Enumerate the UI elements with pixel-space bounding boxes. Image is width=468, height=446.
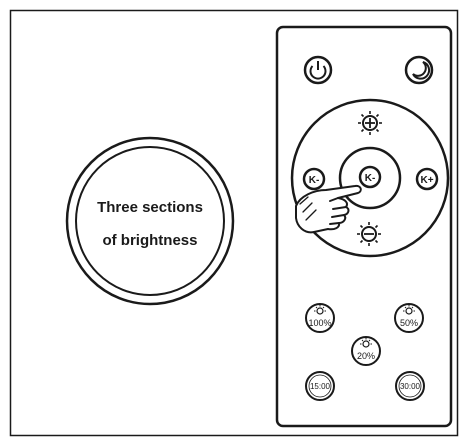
sun-plus-icon bbox=[358, 111, 382, 135]
brightness-20-button[interactable]: 20% bbox=[351, 336, 381, 366]
night-mode-button[interactable] bbox=[404, 55, 434, 85]
brightness-100-label: 100% bbox=[308, 318, 331, 328]
timer-15-label: 15:00 bbox=[310, 382, 331, 391]
callout-line-1: Three sections bbox=[97, 199, 203, 216]
timer-30-label: 30:00 bbox=[400, 382, 421, 391]
cct-minus-left-button[interactable]: K- bbox=[302, 167, 326, 191]
brightness-50-button[interactable]: 50% bbox=[394, 303, 424, 333]
cct-minus-center-button[interactable]: K- bbox=[358, 165, 382, 189]
outer-frame bbox=[9, 9, 459, 437]
pointing-hand-icon bbox=[295, 184, 362, 234]
power-icon bbox=[309, 61, 327, 80]
timer-30-button[interactable]: 30:00 bbox=[395, 371, 425, 401]
brightness-100-button[interactable]: 100% bbox=[305, 303, 335, 333]
cct-plus-right-button[interactable]: K+ bbox=[415, 167, 439, 191]
callout-line-2: of brightness bbox=[102, 232, 197, 249]
clock-icon bbox=[398, 374, 422, 398]
cct-right-label: K+ bbox=[420, 175, 433, 186]
remote-control: K- K- K+ bbox=[275, 25, 453, 428]
cct-center-label: K- bbox=[365, 173, 376, 184]
sun-icon bbox=[360, 338, 372, 348]
brightness-up-button[interactable] bbox=[358, 111, 382, 135]
brightness-down-button[interactable] bbox=[357, 222, 381, 246]
clock-icon bbox=[308, 374, 332, 398]
timer-15-button[interactable]: 15:00 bbox=[305, 371, 335, 401]
moon-icon bbox=[412, 61, 431, 80]
power-button[interactable] bbox=[303, 55, 333, 85]
cct-left-label: K- bbox=[309, 175, 320, 186]
brightness-50-label: 50% bbox=[400, 318, 418, 328]
sun-icon bbox=[403, 305, 415, 315]
sun-minus-icon bbox=[357, 222, 381, 246]
sun-icon bbox=[314, 305, 326, 315]
brightness-callout: Three sections of brightness bbox=[65, 136, 235, 306]
brightness-20-label: 20% bbox=[357, 351, 375, 361]
